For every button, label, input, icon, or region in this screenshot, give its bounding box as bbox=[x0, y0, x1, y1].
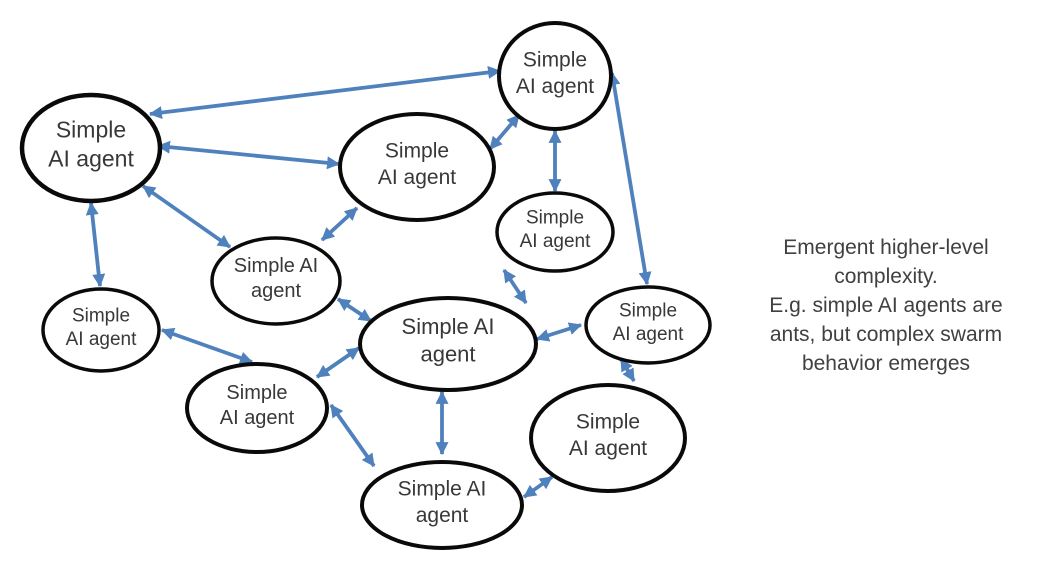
agent-node-ellipse bbox=[210, 236, 342, 326]
agent-node-ellipse bbox=[19, 92, 163, 204]
connection-arrows-layer bbox=[85, 66, 652, 499]
agent-node-ellipse bbox=[495, 191, 615, 273]
connection-arrow-n9-n7 bbox=[535, 322, 583, 342]
connection-arrow-n8-n11 bbox=[329, 403, 376, 468]
agent-node-ellipse bbox=[584, 285, 712, 365]
connection-arrow-n7-n10 bbox=[619, 358, 636, 382]
agent-node-ellipse bbox=[358, 296, 538, 392]
connection-arrow-n6-n8 bbox=[160, 327, 254, 365]
connection-arrow-n4-n9 bbox=[336, 297, 373, 323]
connection-arrow-n2-n7 bbox=[607, 71, 652, 286]
connection-arrow-n8-n9 bbox=[315, 346, 361, 379]
connection-arrow-n3-n4 bbox=[320, 206, 359, 242]
agent-node-ellipse bbox=[185, 362, 329, 454]
connection-arrow-n5-n9 bbox=[502, 268, 528, 305]
agent-node-ellipse bbox=[497, 21, 613, 131]
connection-arrow-n1-n4 bbox=[141, 184, 232, 249]
agent-node-ellipse bbox=[41, 287, 161, 373]
annotation-text: Emergent higher-level complexity. E.g. s… bbox=[769, 236, 1003, 375]
agent-node-ellipse bbox=[360, 460, 524, 550]
connection-arrow-n1-n3 bbox=[156, 140, 341, 170]
agent-node-ellipse bbox=[529, 383, 687, 493]
connection-arrow-n10-n11 bbox=[522, 475, 554, 499]
connection-arrow-n3-n2 bbox=[488, 113, 521, 151]
connection-arrow-n1-n2 bbox=[148, 66, 502, 119]
agent-node-ellipse bbox=[338, 112, 496, 222]
connection-arrow-n1-n6 bbox=[85, 201, 106, 288]
